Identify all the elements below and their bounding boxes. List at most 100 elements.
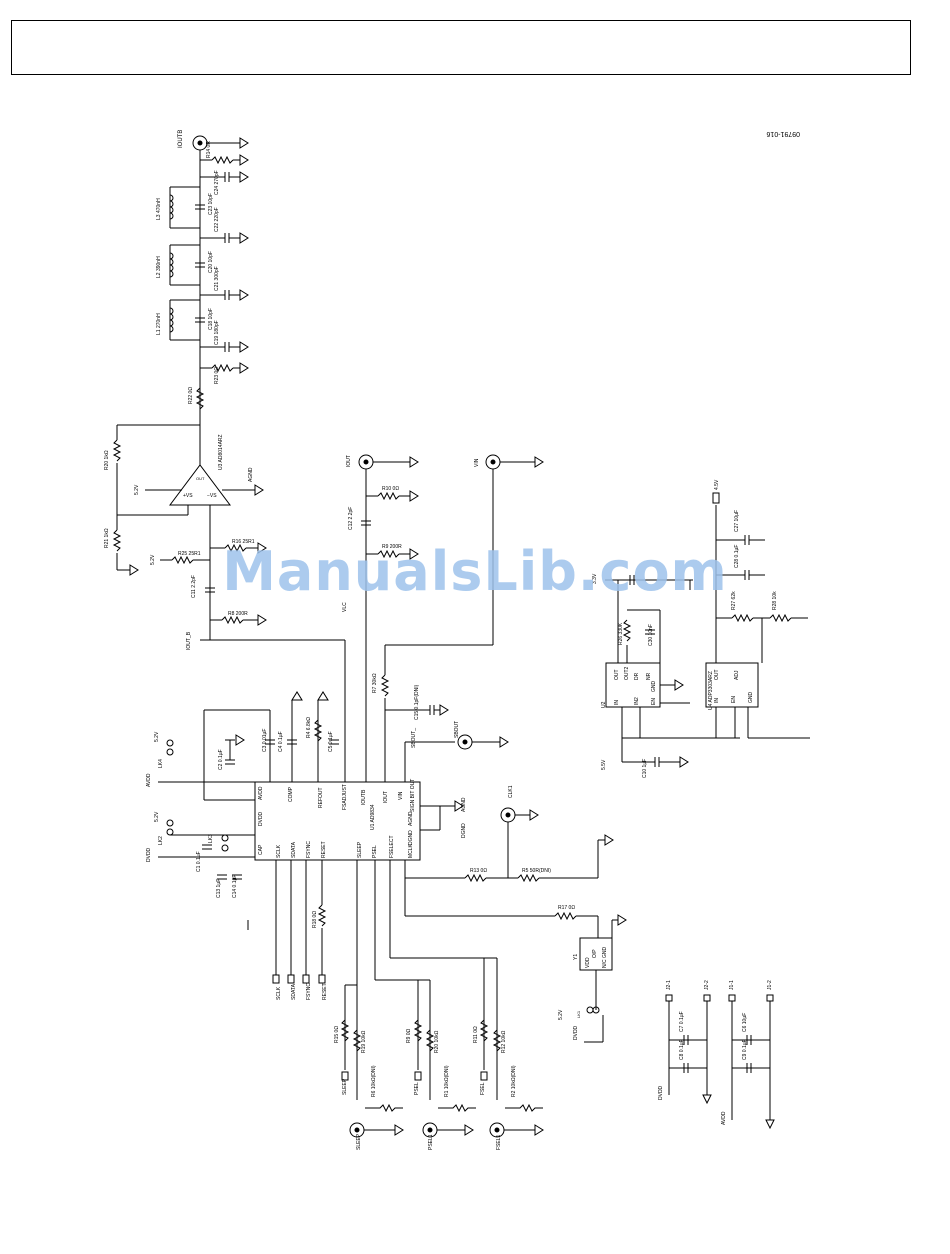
svg-text:FSYNC: FSYNC <box>306 983 312 1000</box>
svg-text:U2: U2 <box>601 701 607 708</box>
iout-vin-section: IOUT R10 0Ω C12 2.2pF R9 200R VLC VIN R7… <box>342 454 544 782</box>
svg-text:R25 25R1: R25 25R1 <box>178 551 201 557</box>
svg-text:DR: DR <box>634 672 640 680</box>
svg-text:5.2V: 5.2V <box>154 811 160 822</box>
ioutb-label: IOUTB <box>178 130 184 148</box>
svg-text:SCLK: SCLK <box>276 844 282 858</box>
supply-inputs: 5.2V LK4 AVDD 5.2V LK2 DVDD LK3 C1 0.1µF… <box>146 731 255 930</box>
svg-text:FSEL: FSEL <box>480 1082 486 1095</box>
svg-text:FSELECT: FSELECT <box>389 835 395 858</box>
svg-text:COMP: COMP <box>288 786 294 802</box>
svg-text:C27 10µF: C27 10µF <box>734 510 740 532</box>
ic-u4 <box>705 662 759 708</box>
svg-text:REFOUT: REFOUT <box>318 787 324 808</box>
svg-text:ADJ: ADJ <box>734 670 740 680</box>
svg-text:C23 10pF: C23 10pF <box>208 193 214 215</box>
svg-text:VLC: VLC <box>342 602 348 612</box>
svg-text:C15 0.1pF(DNI): C15 0.1pF(DNI) <box>414 684 420 720</box>
header-box <box>11 20 911 75</box>
regulator-section: OUT OUT2 DR NR GND EN IN IN2 U2 3.3V R26… <box>592 479 810 778</box>
svg-text:R16 25R1: R16 25R1 <box>232 539 255 545</box>
svg-text:OUT: OUT <box>196 476 205 481</box>
svg-text:MCLK: MCLK <box>408 843 414 858</box>
svg-text:C10 1µF: C10 1µF <box>642 759 648 778</box>
svg-text:SBOUT: SBOUT <box>454 721 460 738</box>
svg-text:NR: NR <box>646 672 652 680</box>
svg-text:EN: EN <box>651 698 657 705</box>
opamp-symbol <box>169 464 231 506</box>
svg-text:4.5V: 4.5V <box>714 479 720 490</box>
svg-text:IN2: IN2 <box>634 697 640 705</box>
svg-text:R19 10kΩ: R19 10kΩ <box>361 1030 367 1053</box>
svg-text:C30 10nF: C30 10nF <box>648 624 654 646</box>
svg-text:C4 0.1µF: C4 0.1µF <box>278 731 284 752</box>
svg-text:R23 0Ω: R23 0Ω <box>214 367 220 384</box>
svg-text:R20 10kΩ: R20 10kΩ <box>434 1030 440 1053</box>
svg-text:R21 1kΩ: R21 1kΩ <box>104 528 110 548</box>
svg-text:C7 0.1µF: C7 0.1µF <box>679 1011 685 1032</box>
svg-text:C5 0.1µF: C5 0.1µF <box>328 731 334 752</box>
svg-text:R8 200R: R8 200R <box>228 611 248 617</box>
svg-text:LK1: LK1 <box>576 1010 581 1018</box>
svg-text:R20 1kΩ: R20 1kΩ <box>104 450 110 470</box>
svg-text:Y1: Y1 <box>573 954 579 960</box>
svg-text:3.3V: 3.3V <box>592 573 598 584</box>
svg-text:FSADJUST: FSADJUST <box>342 784 348 810</box>
svg-text:OUT: OUT <box>614 669 620 680</box>
svg-text:LK4: LK4 <box>158 759 164 768</box>
svg-text:C3 0.01µF: C3 0.01µF <box>262 729 268 752</box>
svg-text:L3 470nH: L3 470nH <box>156 198 162 220</box>
svg-text:R4 6.8kΩ: R4 6.8kΩ <box>306 717 312 738</box>
svg-text:IOUT: IOUT <box>383 791 389 803</box>
watermark: ManualsLib.com <box>222 540 728 603</box>
svg-text:SBOUT_: SBOUT_ <box>411 728 417 748</box>
svg-text:SIGN BIT OUT: SIGN BIT OUT <box>410 779 416 812</box>
svg-text:FSEL1: FSEL1 <box>496 1134 502 1150</box>
svg-text:J2-2: J2-2 <box>704 980 710 990</box>
svg-text:EN: EN <box>731 696 737 703</box>
u1-body <box>254 781 421 861</box>
svg-text:DVDD: DVDD <box>573 1025 579 1040</box>
svg-text:C9 0.1µF: C9 0.1µF <box>742 1039 748 1060</box>
svg-text:RESET: RESET <box>322 983 328 1000</box>
digital-inputs: R18 0Ω SCLK SDATA FSYNC RESET <box>272 860 328 1000</box>
svg-text:VDD: VDD <box>585 957 591 968</box>
svg-text:IN: IN <box>614 700 620 705</box>
svg-text:R1 10kΩ(DNI): R1 10kΩ(DNI) <box>444 1065 450 1097</box>
svg-text:DGND: DGND <box>408 830 414 845</box>
svg-text:PSEL: PSEL <box>372 845 378 858</box>
svg-text:C18 10pF: C18 10pF <box>208 308 214 330</box>
svg-text:AVDD: AVDD <box>721 1111 727 1125</box>
svg-text:−VS: −VS <box>207 493 217 499</box>
svg-text:J1-1: J1-1 <box>729 980 735 990</box>
svg-text:C2 0.1µF: C2 0.1µF <box>218 749 224 770</box>
svg-text:5.2V: 5.2V <box>150 554 156 565</box>
svg-text:R10 0Ω: R10 0Ω <box>382 486 399 492</box>
u4-part: U4 ADP3303ARZ <box>708 671 714 710</box>
svg-text:5.2V: 5.2V <box>558 1009 564 1020</box>
svg-text:L1 270nH: L1 270nH <box>156 313 162 335</box>
svg-text:R28 10k: R28 10k <box>772 591 778 610</box>
svg-text:C13 1µF: C13 1µF <box>216 879 222 898</box>
svg-text:SDATA: SDATA <box>291 841 297 858</box>
svg-text:SCLK: SCLK <box>276 986 282 1000</box>
svg-text:PSEL1: PSEL1 <box>428 1134 434 1150</box>
svg-text:FSYNC: FSYNC <box>306 841 312 858</box>
svg-text:5.2V: 5.2V <box>134 484 140 495</box>
svg-text:R27 62k: R27 62k <box>731 591 737 610</box>
svg-text:VIN: VIN <box>398 791 404 800</box>
svg-text:R9 200R: R9 200R <box>382 544 402 550</box>
svg-text:R7 30kΩ: R7 30kΩ <box>372 673 378 693</box>
svg-text:AVDD: AVDD <box>258 786 264 800</box>
svg-text:C12 2.2pF: C12 2.2pF <box>348 507 354 530</box>
svg-text:CLK1: CLK1 <box>508 785 514 798</box>
svg-text:C1 0.1µF: C1 0.1µF <box>196 851 202 872</box>
svg-text:CAP: CAP <box>258 844 264 855</box>
svg-text:R14 0R: R14 0R <box>206 141 212 158</box>
reference-caps: C3 0.01µF C2 0.1µF C4 0.1µF R4 6.8kΩ C5 … <box>203 691 339 801</box>
svg-text:SLEEP: SLEEP <box>342 1078 348 1095</box>
svg-text:PSEL: PSEL <box>414 1082 420 1095</box>
u1-part: U1 AD9834 <box>370 804 376 830</box>
svg-text:J2-1: J2-1 <box>666 980 672 990</box>
svg-text:VIN: VIN <box>474 458 480 467</box>
